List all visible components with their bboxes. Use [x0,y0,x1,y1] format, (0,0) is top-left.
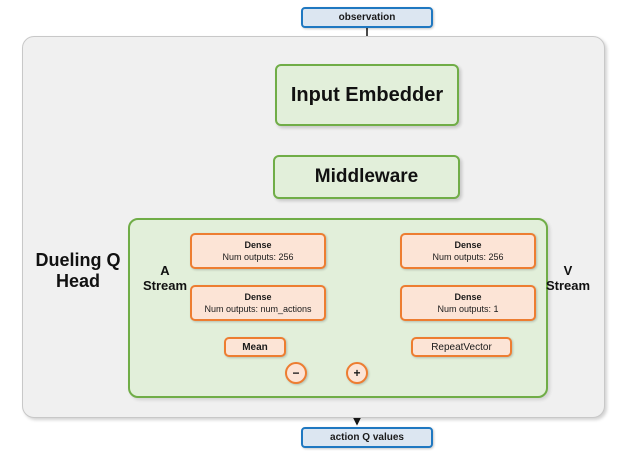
input-embedder-node[interactable]: Input Embedder [275,64,459,126]
v-stream-dense-256-title: Dense [454,240,482,250]
a-stream-label-line2: Stream [142,277,188,293]
middleware-label: Middleware [314,166,419,187]
observation-label: observation [338,12,396,23]
action-q-values-label: action Q values [330,432,404,443]
subtract-operator-node[interactable]: − [285,362,307,384]
observation-input-node[interactable]: observation [301,7,433,28]
v-stream-label-line2: Stream [545,277,591,293]
dueling-q-head-label-line1: Dueling Q [35,250,121,270]
v-stream-label-line1: V [563,263,573,278]
dueling-q-head-label: Dueling Q Head [30,250,126,291]
repeat-vector-node[interactable]: RepeatVector [411,337,512,357]
a-stream-label-line1: A [160,263,170,278]
repeat-vector-label: RepeatVector [431,341,492,353]
a-stream-dense-256-node[interactable]: Dense Num outputs: 256 [190,233,326,269]
a-stream-dense-256-title: Dense [244,240,272,250]
v-stream-dense-256-node[interactable]: Dense Num outputs: 256 [400,233,536,269]
a-stream-dense-256-outputs: Num outputs: 256 [222,252,294,262]
v-stream-dense-256-outputs: Num outputs: 256 [432,252,504,262]
v-stream-dense-1-outputs: Num outputs: 1 [437,304,499,314]
mean-label: Mean [242,341,268,353]
mean-node[interactable]: Mean [224,337,286,357]
a-stream-dense-numactions-title: Dense [244,292,272,302]
add-operator-glyph: + [353,366,361,380]
action-q-values-output-node[interactable]: action Q values [301,427,433,448]
dueling-q-head-label-line2: Head [55,270,100,291]
input-embedder-label: Input Embedder [290,83,444,106]
subtract-operator-glyph: − [292,366,300,380]
middleware-node[interactable]: Middleware [273,155,460,199]
v-stream-dense-1-title: Dense [454,292,482,302]
add-operator-node[interactable]: + [346,362,368,384]
v-stream-label: V Stream [540,263,596,294]
v-stream-dense-1-node[interactable]: Dense Num outputs: 1 [400,285,536,321]
a-stream-dense-numactions-node[interactable]: Dense Num outputs: num_actions [190,285,326,321]
a-stream-label: A Stream [138,263,192,294]
a-stream-dense-numactions-outputs: Num outputs: num_actions [204,304,312,314]
